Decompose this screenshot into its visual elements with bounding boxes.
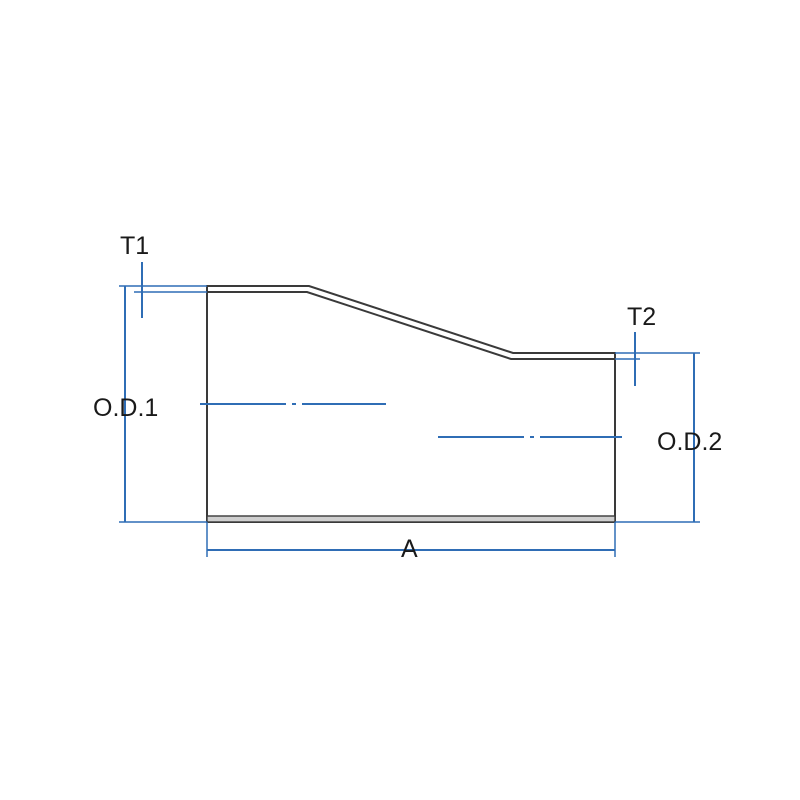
od1-label: O.D.1 (93, 394, 158, 422)
od2-dimension (615, 352, 700, 523)
length-label: A (401, 535, 418, 563)
top-wall-inner-line (207, 291, 615, 360)
center-lines (200, 403, 622, 438)
od2-label: O.D.2 (657, 428, 722, 456)
length-dimension (206, 522, 616, 557)
t1-dimension (134, 262, 207, 318)
t1-label: T1 (120, 232, 149, 260)
bottom-wall (206, 515, 616, 523)
od1-dimension (119, 285, 207, 523)
t2-dimension (615, 332, 640, 386)
t2-label: T2 (627, 303, 656, 331)
